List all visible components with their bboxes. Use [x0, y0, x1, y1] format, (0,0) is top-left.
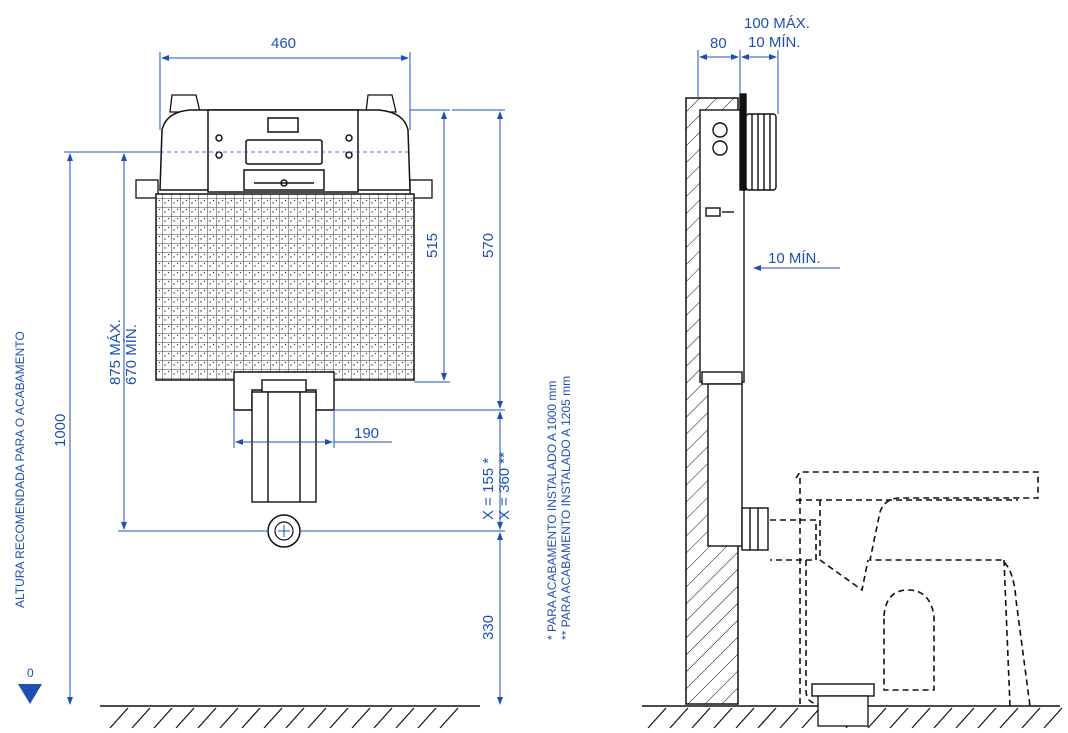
toilet-outline — [770, 471, 1039, 707]
zero-level-icon — [18, 684, 42, 704]
altura-label: ALTURA RECOMENDADA PARA O ACABAMENTO — [13, 331, 27, 608]
front-view: 460 515 570 875 MÁX. 670 MÍN. 190 X = 15… — [13, 35, 573, 729]
dim-100-max: 100 MÁX. — [744, 15, 810, 32]
dim-10-min-top: 10 MÍN. — [748, 34, 801, 51]
tank-housing — [159, 109, 411, 193]
dim-10-min-mid: 10 MÍN. — [768, 250, 821, 267]
tank-mesh-body — [155, 193, 415, 381]
note-1205mm: ** PARA ACABAMENTO INSTALADO A 1205 mm — [559, 376, 573, 640]
side-dimensions — [697, 50, 840, 271]
side-cistern — [699, 93, 777, 551]
toilet-flange — [811, 683, 875, 697]
dim-875-max: 875 MÁX. — [107, 319, 124, 385]
front-floor — [100, 705, 480, 729]
side-view: 80 100 MÁX. 10 MÍN. 10 MÍN. — [642, 15, 1063, 729]
dim-80: 80 — [710, 35, 727, 52]
dim-190: 190 — [354, 425, 379, 442]
dim-570: 570 — [480, 233, 497, 258]
dim-460: 460 — [271, 35, 296, 52]
front-dimensions — [64, 52, 505, 705]
flush-pipe — [233, 371, 335, 503]
dim-1000: 1000 — [52, 414, 69, 447]
dim-x-155: X = 155 * — [480, 458, 497, 520]
flush-button-icon — [267, 514, 301, 548]
note-1000mm: * PARA ACABAMENTO INSTALADO A 1000 mm — [545, 381, 559, 640]
zero-label: 0 — [27, 666, 34, 680]
dim-330: 330 — [480, 615, 497, 640]
dim-670-min: 670 MÍN. — [123, 324, 140, 385]
dim-515: 515 — [424, 233, 441, 258]
dim-x-360: X = 360 ** — [496, 452, 513, 520]
